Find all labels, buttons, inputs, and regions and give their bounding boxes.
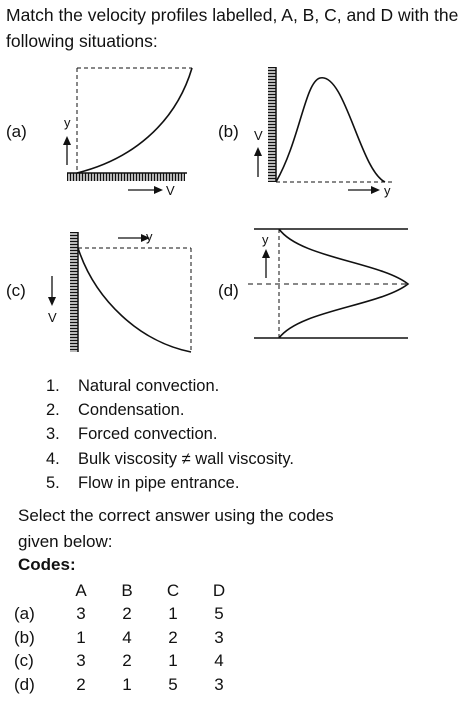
table-cell: 2 bbox=[122, 604, 132, 624]
list-item: 5.Flow in pipe entrance. bbox=[46, 473, 240, 492]
label-c: (c) bbox=[6, 281, 26, 300]
velocity-profiles-figure: (a) y V (b) V y (c) y bbox=[6, 67, 410, 353]
list-item: 4.Bulk viscosity ≠ wall viscosity. bbox=[46, 449, 294, 468]
wall-hatch bbox=[67, 173, 185, 181]
row-label: (c) bbox=[14, 651, 34, 671]
table-cell: 3 bbox=[76, 604, 86, 624]
table-cell: 3 bbox=[214, 627, 224, 647]
label-d: (d) bbox=[218, 281, 239, 300]
arrow-head bbox=[254, 147, 262, 156]
table-row: (b) 1 4 2 3 bbox=[14, 626, 242, 650]
profile-b: (b) V y bbox=[218, 67, 395, 198]
arrow-head bbox=[63, 136, 71, 145]
column-header: A bbox=[75, 580, 87, 600]
table-cell: 2 bbox=[168, 627, 178, 647]
table-row: (c) 3 2 1 4 bbox=[14, 650, 242, 674]
row-label: (b) bbox=[14, 627, 35, 647]
table-cell: 5 bbox=[168, 674, 178, 694]
table-cell: 1 bbox=[168, 604, 178, 624]
row-label: (a) bbox=[14, 604, 35, 624]
list-item: 3.Forced convection. bbox=[46, 425, 218, 444]
velocity-curve bbox=[278, 228, 410, 339]
arrow-head bbox=[371, 186, 380, 194]
table-row: (d) 2 1 5 3 bbox=[14, 673, 242, 697]
list-item: 2.Condensation. bbox=[46, 401, 185, 420]
table-cell: 4 bbox=[214, 651, 224, 671]
axis-label-y: y bbox=[384, 183, 391, 198]
label-a: (a) bbox=[6, 122, 27, 141]
arrow-head bbox=[48, 297, 56, 306]
velocity-curve bbox=[77, 247, 192, 353]
velocity-curve bbox=[275, 77, 386, 183]
column-header: B bbox=[121, 580, 133, 600]
table-cell: 1 bbox=[168, 651, 178, 671]
wall-hatch bbox=[70, 232, 78, 352]
table-cell: 2 bbox=[76, 674, 86, 694]
situations-list: 1.Natural convection. 2.Condensation. 3.… bbox=[46, 374, 294, 495]
row-label: (d) bbox=[14, 674, 35, 694]
question-text: Match the velocity profiles labelled, A,… bbox=[6, 5, 459, 51]
axis-label-v: V bbox=[48, 310, 57, 325]
arrow-head bbox=[262, 249, 270, 258]
table-cell: 3 bbox=[76, 651, 86, 671]
codes-table: A B C D (a) 3 2 1 5 (b) 1 4 2 3 (c) 3 2 … bbox=[14, 579, 242, 697]
table-cell: 1 bbox=[122, 674, 132, 694]
velocity-curve bbox=[76, 67, 193, 174]
table-cell: 5 bbox=[214, 604, 224, 624]
axis-label-y: y bbox=[64, 115, 71, 130]
instruction-text: Select the correct answer using the code… bbox=[18, 506, 334, 551]
table-cell: 2 bbox=[122, 651, 132, 671]
table-row: (a) 3 2 1 5 bbox=[14, 603, 242, 627]
axis-label-y: y bbox=[262, 232, 269, 247]
axis-label-v: V bbox=[254, 128, 263, 143]
label-b: (b) bbox=[218, 122, 239, 141]
list-item: 1.Natural convection. bbox=[46, 377, 220, 395]
table-cell: 4 bbox=[122, 627, 132, 647]
codes-heading: Codes: bbox=[18, 555, 76, 574]
wall-hatch bbox=[268, 67, 276, 182]
column-header: D bbox=[212, 580, 226, 600]
arrow-head bbox=[141, 234, 150, 242]
table-cell: 1 bbox=[76, 627, 86, 647]
column-header: C bbox=[166, 580, 180, 600]
profile-a: (a) y V bbox=[6, 67, 193, 198]
table-header-row: A B C D bbox=[14, 579, 242, 603]
profile-d: (d) y bbox=[218, 228, 410, 339]
profile-c: (c) y V bbox=[6, 229, 192, 353]
axis-label-y: y bbox=[146, 229, 153, 244]
table-cell: 3 bbox=[214, 674, 224, 694]
axis-label-v: V bbox=[166, 183, 175, 198]
arrow-head bbox=[154, 186, 163, 194]
